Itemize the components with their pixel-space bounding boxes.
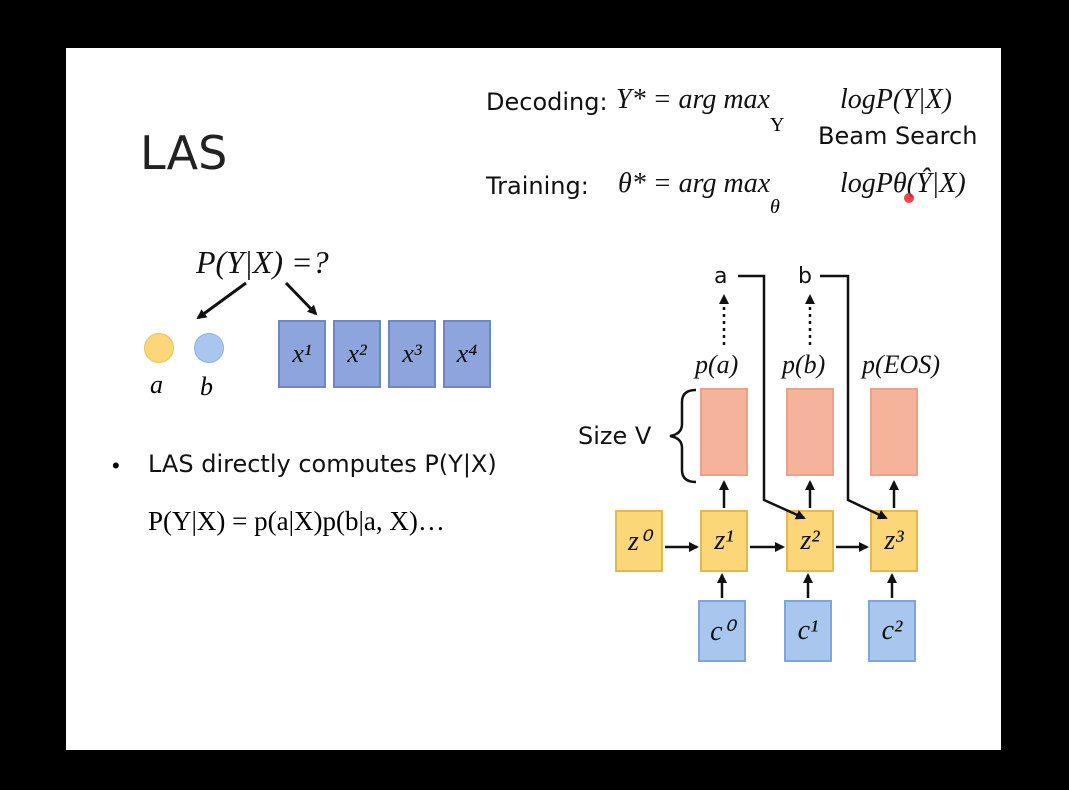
x-box-4: x⁴ (443, 320, 491, 388)
token-a-label: a (150, 370, 163, 399)
z-state-0: z⁰ (615, 510, 663, 572)
beam-search-label: Beam Search (818, 122, 978, 150)
output-label-pb: p(b) (782, 350, 826, 379)
size-v-label: Size V (578, 422, 652, 450)
token-b-label: b (200, 372, 213, 401)
x-box-2: x² (333, 320, 381, 388)
size-brace-icon (669, 388, 697, 484)
question-formula: P(Y|X) =? (196, 244, 329, 280)
distribution-box-1 (700, 388, 748, 476)
output-token-a: a (714, 264, 728, 289)
distribution-box-3 (870, 388, 918, 476)
decoding-argmax-sub: Y (770, 114, 785, 136)
training-equation-rhs: logPθ(Ŷ|X) (840, 168, 966, 199)
output-label-peos: p(EOS) (862, 350, 940, 379)
arrow-to-tokens (196, 281, 247, 320)
decoding-equation-lhs: Y* = arg max (616, 84, 770, 115)
decoding-label: Decoding: (486, 88, 608, 116)
token-b-dot (194, 333, 224, 363)
x-box-1: x¹ (278, 320, 326, 388)
output-token-b: b (798, 264, 812, 289)
distribution-box-2 (786, 388, 834, 476)
arrow-to-x (284, 281, 318, 316)
token-a-dot (144, 333, 174, 363)
c-vector-1: c¹ (784, 600, 832, 662)
x-box-3: x³ (388, 320, 436, 388)
bullet-icon: • (112, 453, 120, 478)
feedback-line-a (738, 274, 806, 520)
factorization-formula: P(Y|X) = p(a|X)p(b|a, X)… (148, 506, 445, 536)
decoding-equation-rhs: logP(Y|X) (840, 84, 952, 115)
slide (66, 48, 1001, 750)
feedback-line-b (820, 274, 888, 520)
pointer-dot-icon (904, 193, 914, 203)
output-label-pa: p(a) (695, 350, 739, 379)
training-equation-lhs: θ* = arg max (618, 168, 771, 199)
z-state-3: z³ (870, 510, 918, 572)
c-vector-0: c⁰ (698, 600, 746, 662)
c-vector-2: c² (868, 600, 916, 662)
z-state-1: z¹ (700, 510, 748, 572)
training-label: Training: (486, 172, 589, 200)
slide-title: LAS (140, 126, 228, 180)
bullet-text: LAS directly computes P(Y|X) (148, 450, 497, 478)
training-argmax-sub: θ (770, 196, 780, 218)
z-state-2: z² (786, 510, 834, 572)
